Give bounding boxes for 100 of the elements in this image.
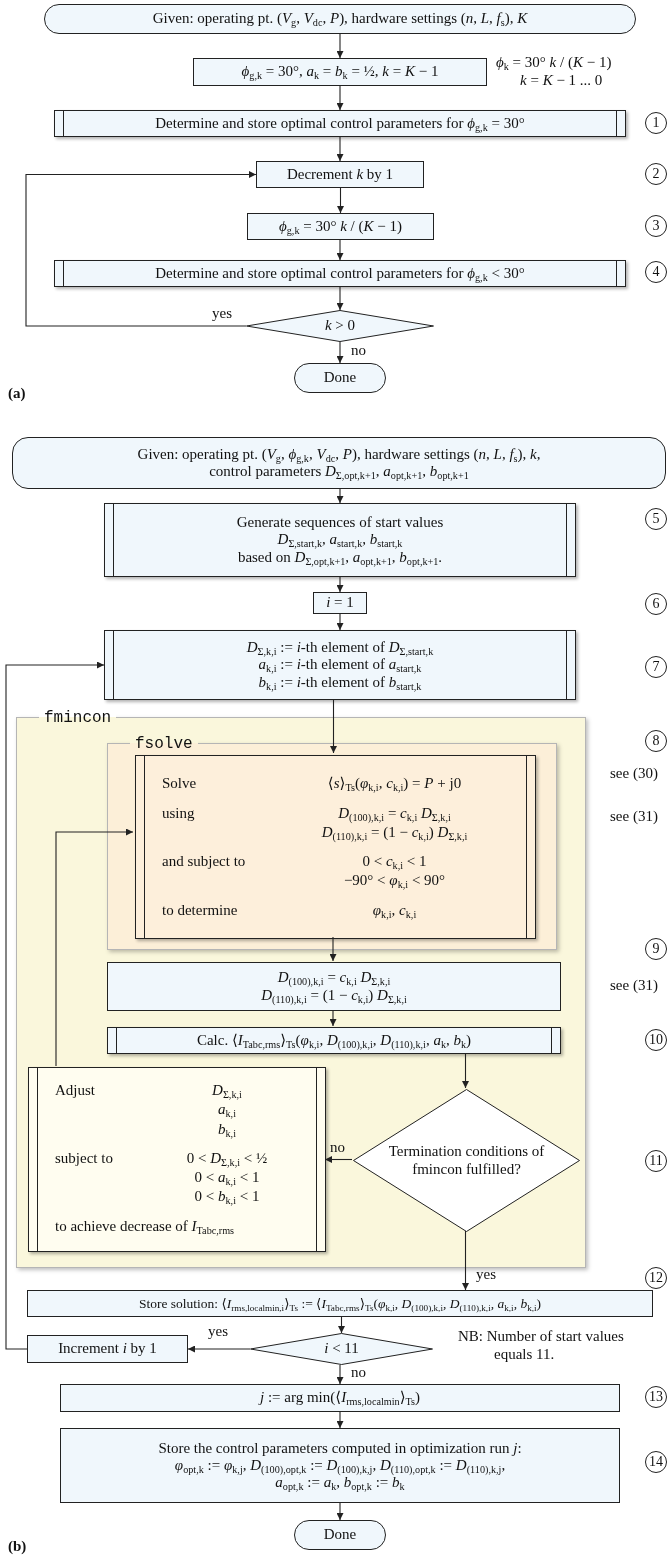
process-box: [60, 1384, 620, 1412]
step-number: 12: [645, 1267, 667, 1289]
edge-label: yes: [212, 305, 232, 321]
arrow: [336, 613, 344, 631]
step-text: ϕ$_{g,k}$ = 30°, a$_{k}$ = b$_{k}$ = ½, k = K − 1: [240, 63, 440, 81]
step-text: Solve: [162, 775, 198, 793]
step-text: b$_{k,i}$: [217, 1120, 237, 1138]
step-text: subject to: [55, 1149, 114, 1168]
step-text: to achieve decrease of I$_{Tabc,rms}$: [55, 1217, 236, 1235]
step-text: i = 1: [325, 594, 355, 612]
step-text: a$_{k,i}$ := i-th element of a$_{start,k}$: [258, 656, 422, 674]
arrow: [336, 576, 344, 593]
subprocess-box: [54, 110, 626, 137]
arrow: [336, 1364, 344, 1385]
terminal-text: Given: operating pt. (V$_{g}$, ϕ$_{g,k}$, V$_{dc}$, P), hardware settings (n, L, f$_{s}$), k, control parameters D$_{Σ,opt,k+1}$, a$_{opt,k+1}$, b$_{opt,k+1}$: [136, 445, 542, 481]
step-text: D$_{(110),k,i}$ = (1 − c$_{k,i}$) D$_{Σ,k,i}$: [320, 823, 469, 841]
process-box: [27, 1290, 653, 1317]
arrow: [336, 1411, 344, 1429]
step-text: 0 < c$_{k,i}$ < 1: [361, 853, 428, 871]
arrow: [336, 85, 344, 111]
step-text: D$_{Σ,start,k}$, a$_{start,k}$, b$_{start,k}$: [276, 531, 404, 549]
arrow: [338, 1316, 345, 1334]
subprocess-box: [28, 1067, 326, 1252]
step-number: 4: [645, 261, 667, 283]
step-number: 2: [645, 163, 667, 185]
step-number: 13: [645, 1386, 667, 1408]
step-number: 1: [645, 112, 667, 134]
step-text: Generate sequences of start values: [235, 514, 445, 532]
step-number: 10: [645, 1029, 667, 1051]
step-text: using: [162, 804, 196, 822]
process-box: [107, 962, 561, 1011]
step-number: 9: [645, 938, 667, 960]
condition-text: i < 11: [323, 1340, 360, 1358]
edge-label: no: [351, 342, 366, 358]
arrow: [336, 286, 344, 311]
step-text: a$_{opt,k}$ := a$_{k}$, b$_{opt,k}$ := b$_{k}$: [275, 1474, 405, 1492]
step-text: Determine and store optimal control parameters for ϕ$_{g,k}$ < 30°: [154, 264, 526, 283]
process-box: [27, 1335, 188, 1363]
step-number: 8: [645, 730, 667, 752]
arrow: [337, 187, 344, 214]
condition-text: k > 0: [323, 317, 357, 335]
step-text: Determine and store optimal control parameters for ϕ$_{g,k}$ = 30°: [154, 114, 526, 133]
step-text: 0 < a$_{k,i}$ < 1: [193, 1169, 261, 1187]
terminal-pill: [12, 437, 666, 489]
step-text: ⟨s⟩$_{Ts}$(φ$_{k,i}$, c$_{k,i}$) = P + j0: [326, 775, 463, 793]
subprocess-box: [104, 503, 576, 577]
step-text: b$_{k,i}$ := i-th element of b$_{start,k}$: [257, 673, 423, 691]
panel-label: (a): [8, 384, 27, 402]
arrow: [330, 699, 337, 754]
arrow: [324, 1156, 353, 1163]
terminal-pill: [294, 1520, 386, 1550]
step-text: D$_{(100),k,i}$ = c$_{k,i}$ D$_{Σ,k,i}$: [276, 969, 392, 987]
arrow: [329, 1009, 337, 1027]
subprocess-box: [104, 630, 576, 700]
step-text: D$_{Σ,k,i}$: [211, 1082, 243, 1100]
step-text: 0 < b$_{k,i}$ < 1: [193, 1188, 261, 1206]
edge-label: no: [330, 1139, 345, 1155]
arrow: [336, 33, 344, 59]
arrow: [55, 828, 134, 1067]
step-text: Increment i by 1: [57, 1340, 158, 1358]
step-text: 0 < D$_{Σ,k,i}$ < ½: [185, 1149, 269, 1168]
decision-diamond: [246, 310, 434, 342]
step-text: Decrement k by 1: [285, 165, 395, 184]
decision-diamond: [353, 1089, 580, 1232]
edge-label: yes: [476, 1266, 496, 1282]
step-text: φ$_{k,i}$, c$_{k,i}$: [371, 901, 418, 919]
arrow: [25, 171, 257, 327]
step-text: based on D$_{Σ,opt,k+1}$, a$_{opt,k+1}$, b$_{opt,k+1}$.: [236, 548, 444, 566]
arrow: [462, 1052, 469, 1089]
arrow: [187, 1345, 251, 1353]
process-box: [60, 1428, 620, 1503]
arrow: [336, 1502, 344, 1521]
process-box: [256, 161, 424, 188]
step-text: D$_{Σ,k,i}$ := i-th element of D$_{Σ,start,k}$: [245, 639, 435, 657]
subprocess-box: [54, 260, 626, 287]
side-note: see (31): [610, 976, 658, 994]
step-text: D$_{(110),k,i}$ = (1 − c$_{k,i}$) D$_{Σ,k,i}$: [260, 986, 408, 1004]
step-number: 5: [645, 508, 667, 530]
step-text: Calc. ⟨I$_{Tabc,rms}$⟩$_{Ts}$(φ$_{k,i}$, D$_{(100),k,i}$, D$_{(110),k,i}$, a$_{k}$, b$_{k}$): [195, 1031, 473, 1050]
step-text: φ$_{opt,k}$ := φ$_{k,j}$, D$_{(100),opt,k}$ := D$_{(100),k,j}$, D$_{(110),opt,k}$ := D$_{(110),k,j}$,: [173, 1456, 507, 1475]
step-text: to determine: [162, 901, 239, 919]
side-note: see (31): [610, 807, 658, 825]
step-number: 11: [645, 1150, 667, 1172]
subprocess-box: [135, 755, 536, 939]
side-note: see (30): [610, 764, 658, 782]
terminal-text: Given: operating pt. (V$_{g}$, V$_{dc}$, P), hardware settings (n, L, f$_{s}$), K: [151, 10, 529, 28]
note-text: NB: Number of start values equals 11.: [458, 1327, 625, 1363]
side-note: k = K − 1 ... 0: [520, 71, 603, 89]
arrow: [336, 239, 344, 261]
terminal-text: Done: [322, 369, 358, 387]
step-number: 6: [645, 593, 667, 615]
arrow: [336, 488, 344, 504]
step-text: D$_{(100),k,i}$ = c$_{k,i}$ D$_{Σ,k,i}$: [337, 804, 452, 822]
step-text: Adjust: [55, 1082, 96, 1100]
edge-label: yes: [208, 1323, 228, 1339]
step-text: and subject to: [162, 853, 247, 871]
arrow: [336, 341, 344, 364]
step-text: ϕ$_{g,k}$ = 30° k / (K − 1): [277, 217, 403, 236]
terminal-pill: [44, 4, 636, 34]
step-number: 3: [645, 215, 667, 237]
